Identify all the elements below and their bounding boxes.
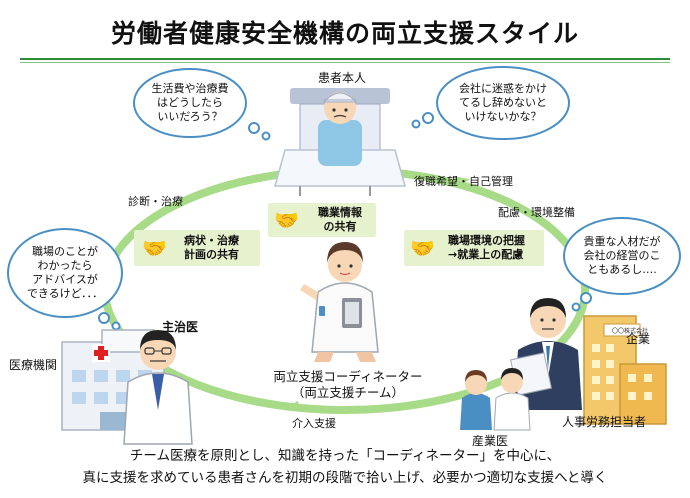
page-title: 労働者健康安全機構の両立支援スタイル — [110, 19, 579, 48]
bubble-line: 生活費や治療費 — [151, 82, 229, 95]
label-coordinator: 両立支援コーディネーター — [273, 369, 423, 384]
info-line: 職業情報 — [318, 206, 362, 219]
info-box-workplace: 🤝 職場環境の把握 →就業上の配慮 — [404, 230, 544, 266]
label-hr: 人事労務担当者 — [562, 415, 647, 429]
label-doctor: 主治医 — [162, 320, 199, 334]
info-line: 病状・治療 — [184, 234, 239, 247]
info-line: の共有 — [323, 220, 357, 233]
label-hospital: 医療機関 — [9, 358, 58, 372]
bubble-line: ともあるし…. — [587, 263, 657, 276]
bubble-line: アドバイスが — [32, 273, 98, 286]
bubble-text-patient-left: 生活費や治療費 はどうしたら いいだろう？ — [140, 82, 240, 124]
occupational-doctor-illustration — [460, 368, 531, 431]
bubble-patient-right — [411, 66, 570, 140]
handshake-icon: 🤝 — [410, 236, 435, 260]
title-underline — [20, 58, 670, 60]
hr-manager-illustration — [510, 298, 582, 410]
label-company: 企業 — [626, 332, 651, 346]
bubble-patient-left — [133, 68, 271, 141]
info-text-job-info: 職業情報 の共有 — [310, 206, 370, 234]
patient-illustration — [274, 88, 406, 196]
info-box-job-info: 🤝 職業情報 の共有 — [268, 203, 376, 237]
info-line: →就業上の配慮 — [448, 248, 524, 261]
bubble-text-patient-right: 会社に迷惑をかけ てるし辞めないと いけないかな？ — [443, 82, 563, 124]
bubble-line: てるし辞めないと — [459, 96, 547, 109]
info-text-symptoms: 病状・治療 計画の共有 — [184, 234, 239, 262]
info-box-symptoms: 🤝 病状・治療 計画の共有 — [134, 230, 260, 266]
bubble-line: できるけど．．． — [26, 287, 104, 300]
label-patient: 患者本人 — [318, 71, 367, 85]
caption-line-1: チーム医療を原則とし、知識を持った「コーディネーター」を中心に、 — [129, 448, 561, 464]
info-line: 職場環境の把握 — [448, 234, 525, 247]
cycle-label-intervention: 介入支援 — [292, 417, 336, 430]
cycle-label-return: 復職希望・自己管理 — [414, 175, 513, 188]
cycle-label-diagnosis: 診断・治療 — [128, 195, 183, 208]
cycle-arrow-bottom — [285, 400, 301, 412]
bubble-line: いけないかな？ — [464, 110, 542, 123]
bubble-company — [563, 217, 681, 312]
bubble-line: 貴重な人材だが — [583, 235, 661, 248]
label-occupational-doctor: 産業医 — [472, 434, 509, 448]
caption-line-2: 真に支援を求めている患者さんを初期の段階で拾い上げ、必要かつ適切な支援へと導く — [82, 470, 608, 486]
cycle-label-consideration: 配慮・環境整備 — [498, 206, 575, 219]
title-underline-thin — [20, 62, 670, 63]
bubble-text-company: 貴重な人材だが 会社の経営のこ ともあるし…. — [572, 235, 672, 277]
company-sign: 〇〇株式会社 — [612, 328, 649, 335]
label-coordinator-team: （両立支援チーム） — [291, 385, 405, 400]
bubble-line: いいだろう？ — [157, 110, 223, 123]
bubble-text-doctor: 職場のことが わかったら アドバイスが できるけど．．． — [15, 245, 115, 301]
coordinator-illustration — [300, 242, 379, 362]
doctor-illustration — [123, 330, 193, 445]
handshake-icon: 🤝 — [142, 236, 167, 260]
bubble-line: 会社に迷惑をかけ — [459, 82, 547, 95]
cycle-arrow-top-right — [454, 176, 470, 189]
info-text-workplace: 職場環境の把握 →就業上の配慮 — [448, 234, 525, 262]
bubble-line: わかったら — [37, 259, 93, 272]
handshake-icon: 🤝 — [274, 208, 299, 232]
company-building-illustration — [583, 315, 667, 425]
bubble-line: 会社の経営のこ — [583, 249, 661, 262]
bubble-doctor — [7, 228, 123, 331]
bubble-line: 職場のことが — [32, 245, 98, 258]
info-line: 計画の共有 — [184, 248, 239, 261]
bubble-line: はどうしたら — [157, 96, 223, 109]
